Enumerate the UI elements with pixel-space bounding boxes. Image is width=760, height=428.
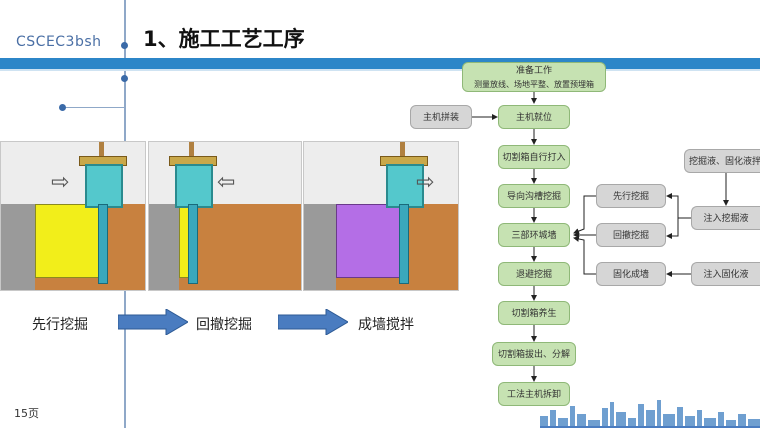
process-arrow-icon — [118, 309, 188, 335]
flow-node-first-excavation: 先行挖掘 — [596, 184, 666, 208]
flow-node-cut-box-extract: 切割箱拔出、分解 — [492, 342, 576, 366]
arrow-right-icon: ⇨ — [416, 170, 435, 195]
flow-node-solidify-wall: 固化成墙 — [596, 262, 666, 286]
cutter-post — [399, 204, 409, 284]
cutter-rig — [85, 164, 123, 208]
flow-node-main-position: 主机就位 — [498, 105, 570, 129]
existing-wall — [149, 204, 179, 290]
arrow-left-icon: ⇦ — [217, 170, 236, 195]
flow-node-guide-trench: 导向沟槽挖掘 — [498, 184, 570, 208]
flow-node-main-assembly: 主机拼装 — [410, 105, 472, 129]
flow-node-retract-excavation: 回撤挖掘 — [596, 223, 666, 247]
header-band-shadow — [0, 69, 760, 71]
prep-title: 准备工作 — [515, 66, 552, 76]
flow-node-retreat-excavation: 退避挖掘 — [498, 262, 570, 286]
rule-dot-top — [121, 42, 128, 49]
flow-node-three-step-wall: 三部环城墙 — [498, 223, 570, 247]
process-arrow-icon — [278, 309, 348, 335]
rig-mast — [400, 142, 405, 164]
panel-wall-mixing: ⇨ — [303, 141, 459, 291]
flow-node-dismantle: 工法主机拆卸 — [498, 382, 570, 406]
existing-wall — [304, 204, 336, 290]
step-label-mixing: 成墙搅拌 — [358, 317, 414, 333]
brand-logo-text: CSCEC3bsh — [16, 34, 102, 50]
existing-wall — [1, 204, 35, 290]
rule-dot-left — [59, 104, 66, 111]
prep-detail: 测量放线、场地平整、放置预埋箱 — [474, 80, 594, 89]
page-title: 1、施工工艺工序 — [143, 27, 305, 51]
step-label-retract: 回撤挖掘 — [196, 317, 252, 333]
arrow-right-icon: ⇨ — [51, 170, 70, 195]
flow-node-cut-box-drive: 切割箱自行打入 — [498, 145, 570, 169]
rig-mast — [99, 142, 104, 164]
panel-retract-excavation: ⇦ — [148, 141, 302, 291]
cutter-rig — [386, 164, 424, 208]
short-rule — [62, 107, 126, 108]
flow-node-preparation: 准备工作 测量放线、场地平整、放置预埋箱 — [462, 62, 606, 92]
header-band — [0, 58, 760, 69]
flow-node-mixing-fluid: 挖掘液、固化液拌制 — [684, 149, 760, 173]
rule-dot-mid — [121, 75, 128, 82]
flow-node-cut-box-cure: 切割箱养生 — [498, 301, 570, 325]
rig-mast — [189, 142, 194, 164]
excavated-zone-yellow — [35, 204, 99, 278]
city-skyline-icon — [540, 400, 760, 428]
cutter-post — [98, 204, 108, 284]
flow-node-inject-excavation-fluid: 注入挖掘液 — [691, 206, 760, 230]
panel-first-excavation: ⇨ — [0, 141, 146, 291]
flow-node-inject-curing-fluid: 注入固化液 — [691, 262, 760, 286]
page-number: 15页 — [14, 407, 39, 420]
step-label-first: 先行挖掘 — [32, 317, 88, 333]
cutter-post — [188, 204, 198, 284]
